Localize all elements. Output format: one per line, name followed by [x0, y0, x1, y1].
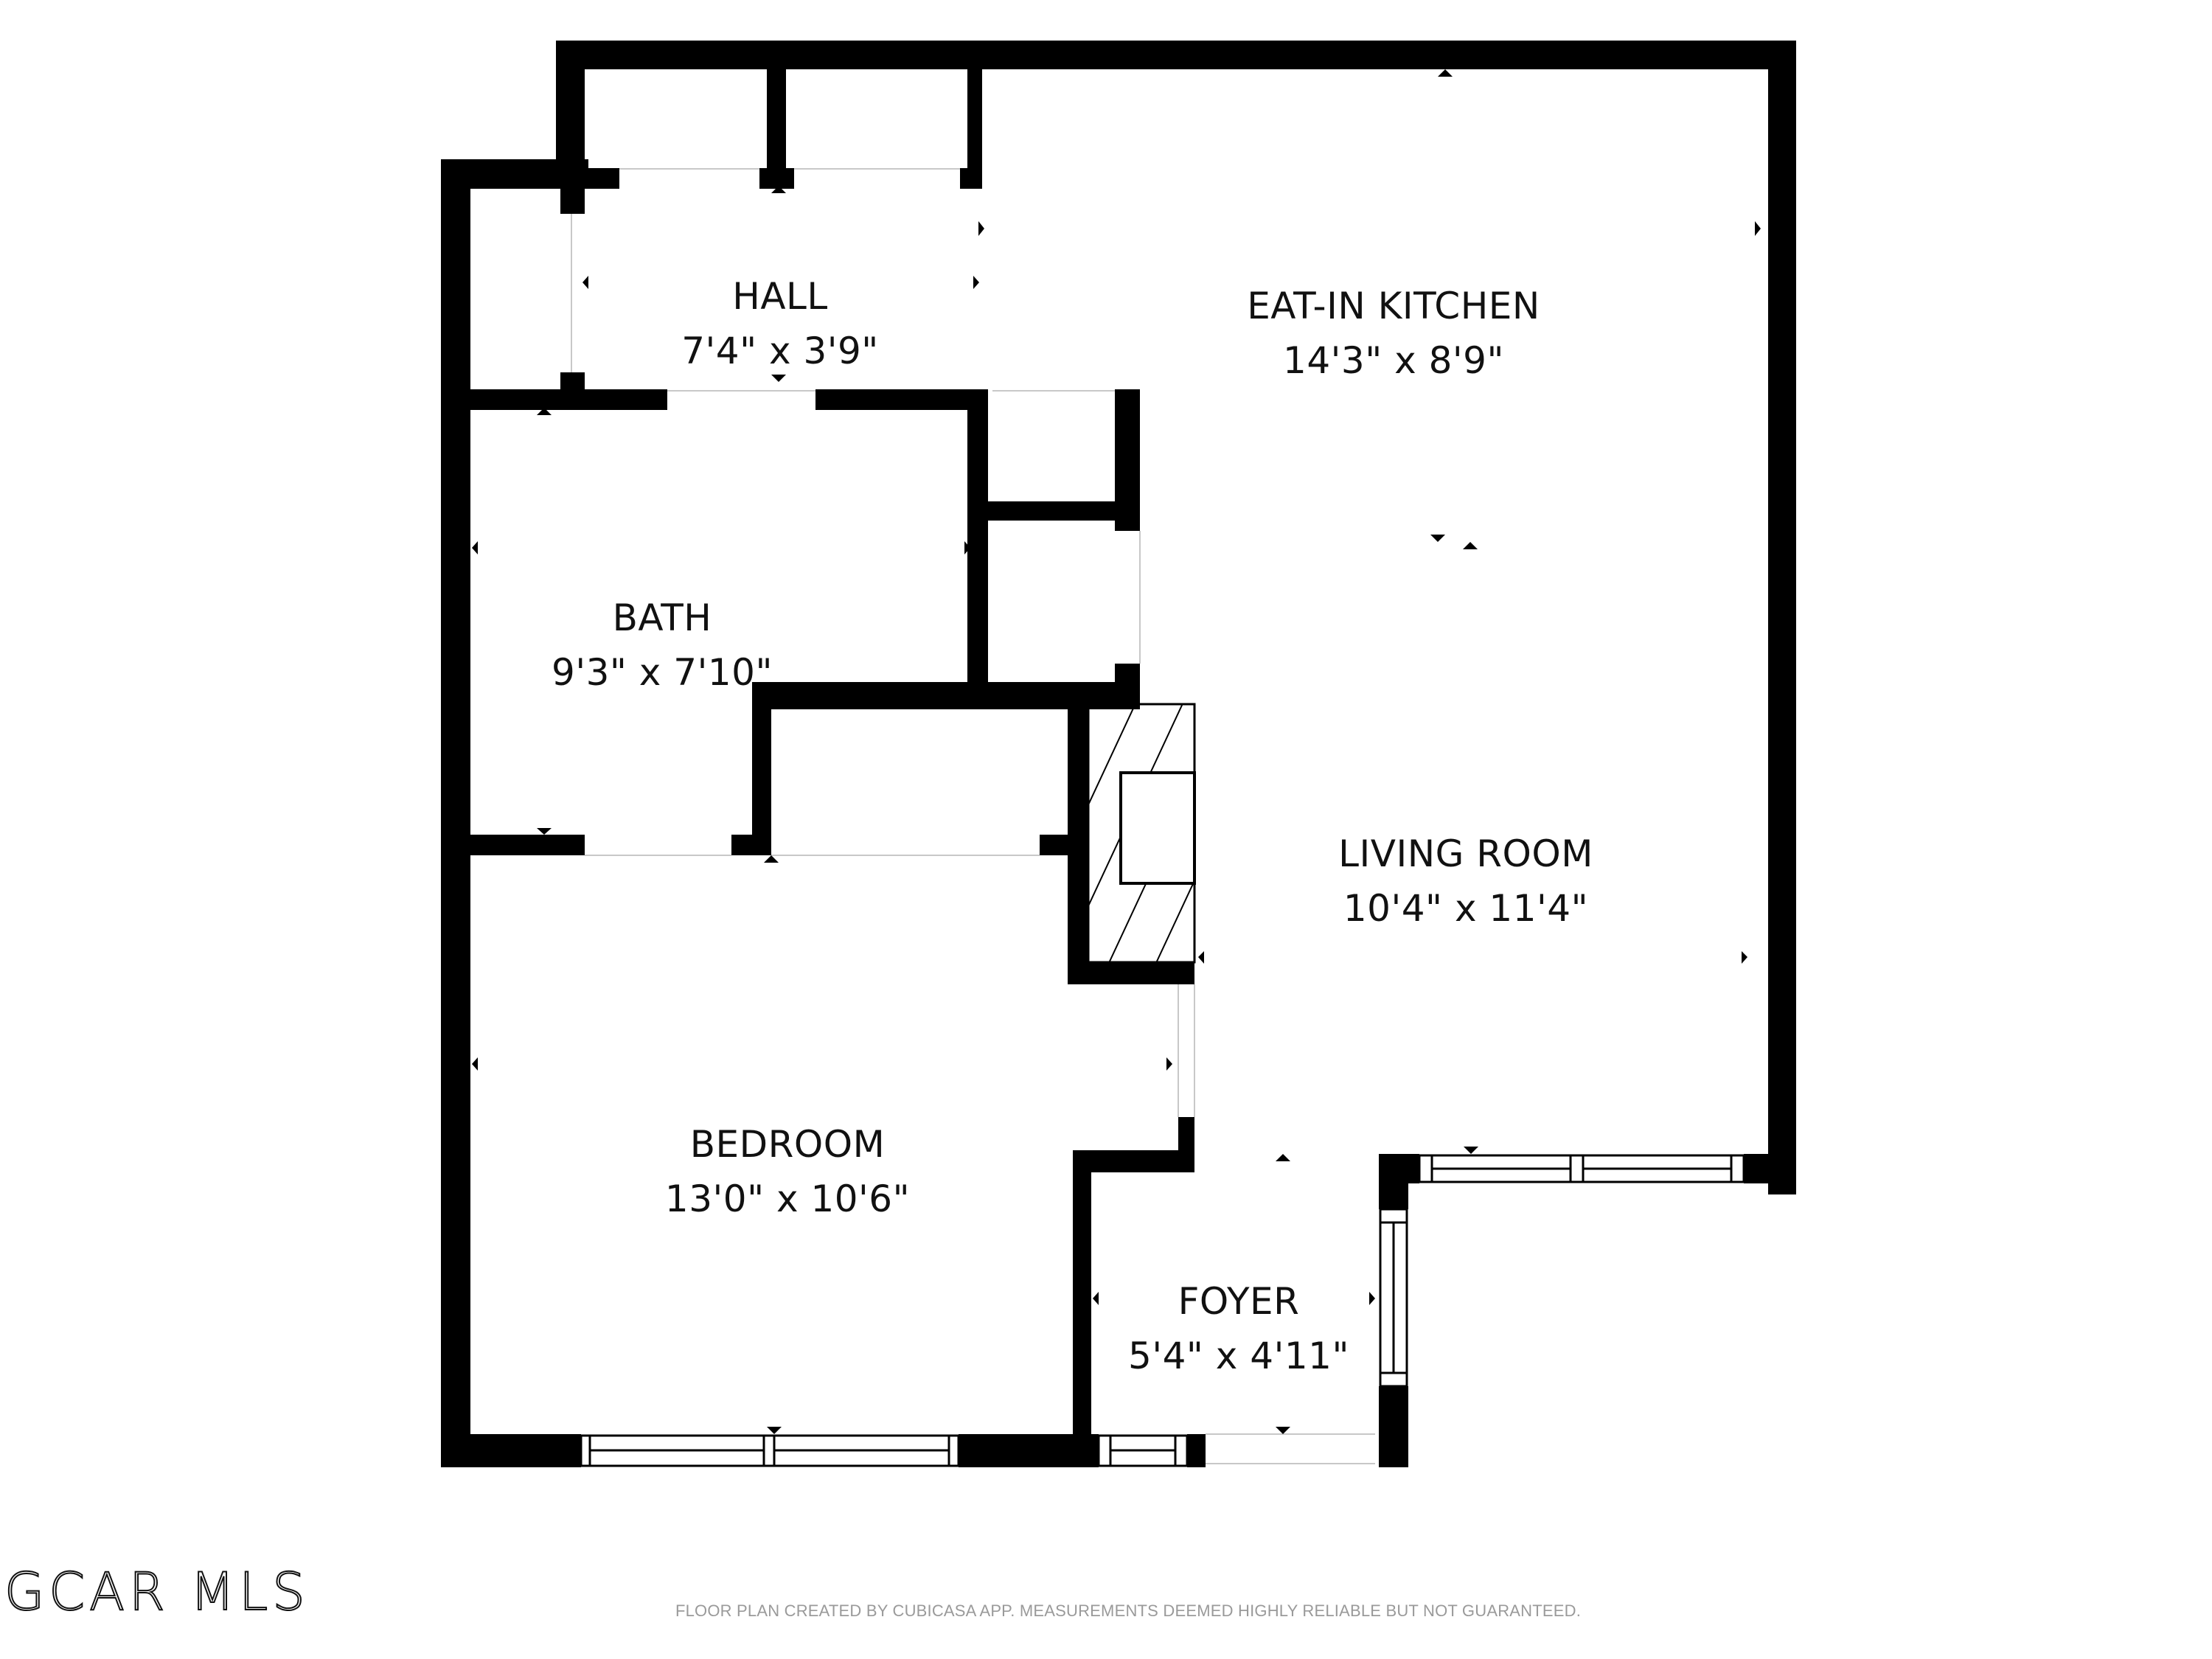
- room-bath: BATH 9'3" x 7'10": [552, 596, 773, 695]
- fireplace: [1087, 703, 1196, 964]
- room-dimensions: 13'0" x 10'6": [664, 1178, 911, 1220]
- room-name: FOYER: [1178, 1280, 1300, 1323]
- room-dimensions: 5'4" x 4'11": [1128, 1335, 1349, 1377]
- room-eat-in-kitchen: EAT-IN KITCHEN 14'3" x 8'9": [1247, 284, 1540, 383]
- disclaimer-text: FLOOR PLAN CREATED BY CUBICASA APP. MEAS…: [675, 1601, 1582, 1620]
- door-openings: [571, 168, 1375, 1464]
- room-dimensions: 10'4" x 11'4": [1343, 887, 1589, 930]
- room-dimensions: 7'4" x 3'9": [681, 330, 879, 372]
- window-living: [1418, 1154, 1745, 1183]
- watermark-logo: GCAR MLS: [4, 1561, 310, 1623]
- room-name: HALL: [732, 275, 828, 318]
- room-name: BATH: [612, 597, 712, 639]
- room-bedroom: BEDROOM 13'0" x 10'6": [665, 1122, 910, 1221]
- watermark-text: GCAR MLS: [4, 1561, 310, 1623]
- room-name: EAT-IN KITCHEN: [1247, 285, 1540, 327]
- room-dimensions: 14'3" x 8'9": [1283, 339, 1504, 382]
- window-foyer-bottom: [1097, 1434, 1189, 1467]
- room-dimensions: 9'3" x 7'10": [552, 651, 773, 694]
- room-foyer: FOYER 5'4" x 4'11": [1128, 1279, 1349, 1378]
- window-bedroom: [580, 1434, 960, 1467]
- window-foyer-side: [1379, 1208, 1408, 1388]
- dimension-markers: [472, 69, 1761, 1434]
- room-living-room: LIVING ROOM 10'4" x 11'4": [1338, 832, 1593, 931]
- room-hall: HALL 7'4" x 3'9": [681, 274, 879, 373]
- room-name: BEDROOM: [689, 1123, 886, 1166]
- windows: [580, 1154, 1745, 1467]
- walls: [441, 41, 1796, 1467]
- room-name: LIVING ROOM: [1338, 832, 1593, 875]
